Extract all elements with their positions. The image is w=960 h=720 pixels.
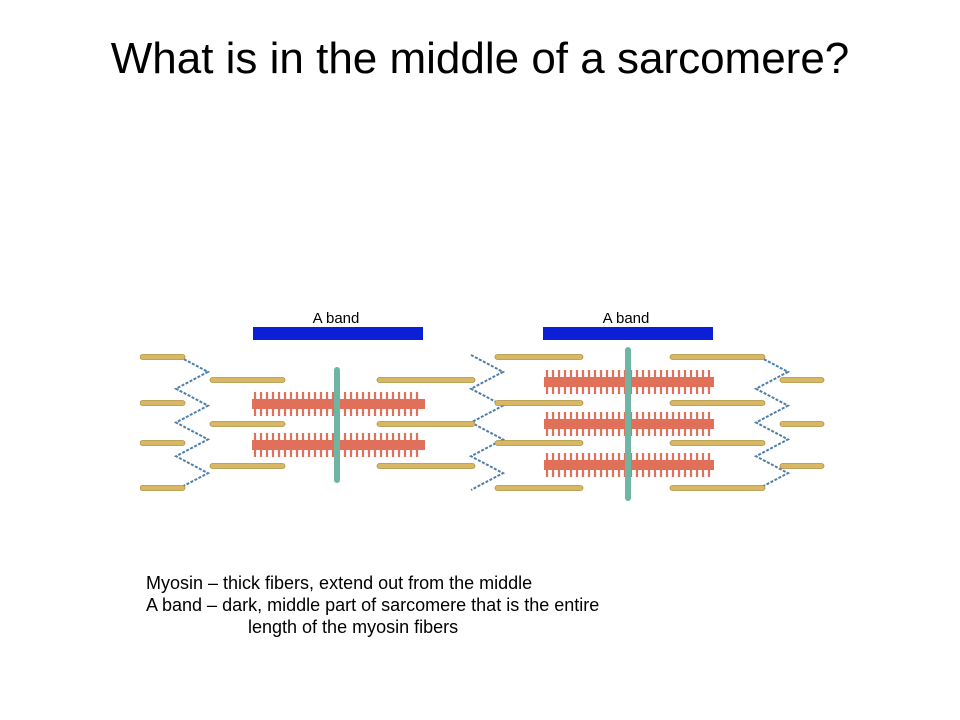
a-band-label-right: A band bbox=[603, 310, 650, 327]
actin-filament-20 bbox=[779, 421, 825, 427]
actin-filament-1 bbox=[140, 354, 186, 360]
actin-filament-2 bbox=[140, 400, 186, 406]
m-lines bbox=[334, 347, 631, 501]
actin-filament-21 bbox=[779, 463, 825, 469]
sarcomere-diagram: A band A band bbox=[140, 310, 825, 501]
actin-filament-4 bbox=[140, 485, 186, 491]
actin-filament-3 bbox=[140, 440, 186, 446]
a-band-label-left: A band bbox=[313, 310, 360, 327]
caption-a-band-continued: length of the myosin fibers bbox=[248, 617, 459, 637]
actin-filament-11 bbox=[494, 354, 584, 360]
actin-filament-17 bbox=[669, 440, 766, 446]
actin-filament-16 bbox=[669, 400, 766, 406]
actin-filament-15 bbox=[669, 354, 766, 360]
caption-myosin: Myosin – thick fibers, extend out from t… bbox=[146, 573, 533, 593]
z-line-left bbox=[173, 354, 211, 491]
actin-filament-6 bbox=[209, 421, 286, 427]
actin-filament-12 bbox=[494, 400, 584, 406]
actin-filament-13 bbox=[494, 440, 584, 446]
actin-filament-14 bbox=[494, 485, 584, 491]
actin-filament-8 bbox=[376, 377, 476, 383]
caption-a-band: A band – dark, middle part of sarcomere … bbox=[146, 595, 600, 615]
a-band-bar-right bbox=[543, 327, 713, 340]
actin-filament-9 bbox=[376, 421, 476, 427]
actin-filaments bbox=[140, 354, 825, 491]
actin-filament-7 bbox=[209, 463, 286, 469]
a-band-bar-left bbox=[253, 327, 423, 340]
actin-filament-19 bbox=[779, 377, 825, 383]
actin-filament-5 bbox=[209, 377, 286, 383]
slide-title: What is in the middle of a sarcomere? bbox=[110, 34, 850, 83]
caption: Myosin – thick fibers, extend out from t… bbox=[146, 572, 866, 638]
z-line-right bbox=[753, 354, 791, 491]
actin-filament-18 bbox=[669, 485, 766, 491]
z-line-middle bbox=[468, 354, 506, 491]
actin-filament-10 bbox=[376, 463, 476, 469]
myosin-filaments bbox=[252, 370, 714, 477]
